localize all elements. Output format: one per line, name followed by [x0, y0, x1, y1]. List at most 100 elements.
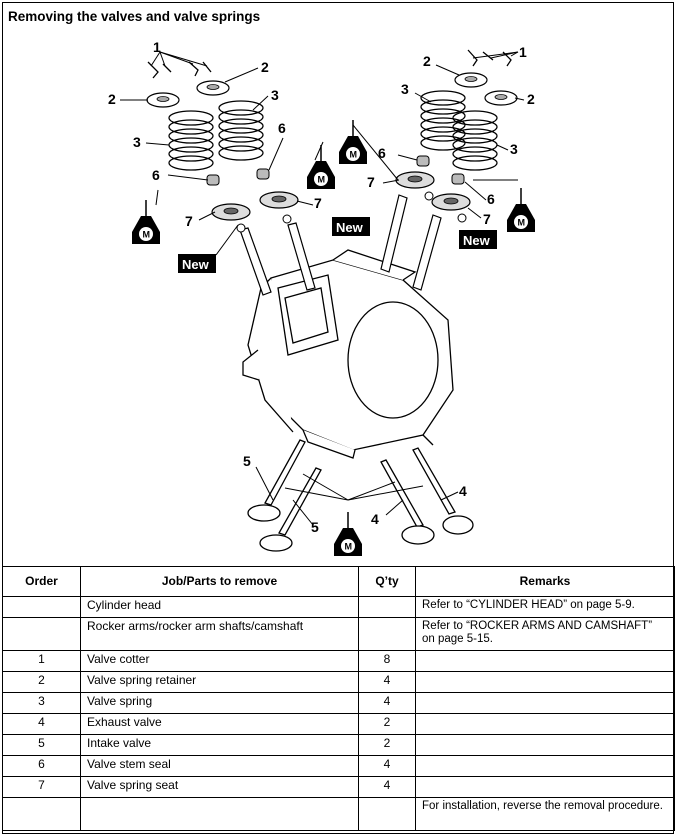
table-row: 6 Valve stem seal 4 [2, 755, 675, 777]
order-cell: 2 [2, 671, 81, 693]
callout-3-left-b: 3 [133, 134, 141, 150]
callout-6-left-b: 6 [152, 167, 160, 183]
order-cell: 3 [2, 692, 81, 714]
lube-symbols: M M M M M [131, 119, 536, 557]
job-cell: Valve spring [80, 692, 359, 714]
right-valve-parts [395, 49, 518, 223]
remarks-cell: Refer to “ROCKER ARMS AND CAMSHAFT” on p… [415, 617, 675, 651]
callout-3-left-a: 3 [271, 87, 279, 103]
col-header-job: Job/Parts to remove [80, 566, 359, 597]
table-row: For installation, reverse the removal pr… [2, 797, 675, 831]
callout-7-right-a: 7 [367, 174, 375, 190]
callout-2-right-a: 2 [423, 53, 431, 69]
oil-can-icon: M [306, 144, 336, 190]
table-row: Rocker arms/rocker arm shafts/camshaft R… [2, 617, 675, 651]
leader-lines [120, 51, 525, 526]
qty-cell: 8 [358, 650, 416, 672]
callout-2-right-b: 2 [527, 91, 535, 107]
svg-text:M: M [518, 218, 526, 228]
order-cell: 1 [2, 650, 81, 672]
remarks-cell [415, 734, 675, 756]
remarks-cell: For installation, reverse the removal pr… [415, 797, 675, 831]
callout-7-left-b: 7 [314, 195, 322, 211]
order-cell [2, 596, 81, 618]
exploded-diagram: 1 2 2 3 3 6 6 7 7 1 2 2 3 3 6 6 7 7 5 5 … [3, 30, 673, 565]
oil-can-icon: M [131, 199, 161, 245]
remarks-cell [415, 755, 675, 777]
order-cell: 4 [2, 713, 81, 735]
table-row: 4 Exhaust valve 2 [2, 713, 675, 735]
callout-6-right-a: 6 [378, 145, 386, 161]
callout-3-right-b: 3 [510, 141, 518, 157]
order-cell: 5 [2, 734, 81, 756]
order-cell [2, 617, 81, 651]
job-cell: Rocker arms/rocker arm shafts/camshaft [80, 617, 359, 651]
new-tags: New New New [178, 217, 497, 273]
callout-1-right: 1 [519, 44, 527, 60]
table-header-row: Order Job/Parts to remove Q’ty Remarks [2, 566, 675, 597]
remarks-cell [415, 692, 675, 714]
job-cell: Exhaust valve [80, 713, 359, 735]
oil-can-icon: M [506, 187, 536, 233]
table-row: Cylinder head Refer to “CYLINDER HEAD” o… [2, 596, 675, 618]
svg-text:M: M [350, 150, 358, 160]
col-header-remarks: Remarks [415, 566, 675, 597]
job-cell: Cylinder head [80, 596, 359, 618]
job-cell: Intake valve [80, 734, 359, 756]
svg-text:M: M [345, 542, 353, 552]
table-row: 2 Valve spring retainer 4 [2, 671, 675, 693]
table-row: 1 Valve cotter 8 [2, 650, 675, 672]
job-parts-table: Order Job/Parts to remove Q’ty Remarks C… [2, 566, 675, 831]
callout-labels: 1 2 2 3 3 6 6 7 7 1 2 2 3 3 6 6 7 7 5 5 … [108, 39, 535, 535]
callout-5-a: 5 [243, 453, 251, 469]
new-tag: New [459, 230, 497, 249]
qty-cell [358, 617, 416, 651]
order-cell: 7 [2, 776, 81, 798]
job-cell: Valve spring retainer [80, 671, 359, 693]
table-row: 5 Intake valve 2 [2, 734, 675, 756]
callout-3-right-a: 3 [401, 81, 409, 97]
callout-6-left-a: 6 [278, 120, 286, 136]
left-valve-parts [146, 61, 299, 233]
callout-6-right-b: 6 [487, 191, 495, 207]
col-header-order: Order [2, 566, 81, 597]
remarks-cell: Refer to “CYLINDER HEAD” on page 5-9. [415, 596, 675, 618]
qty-cell [358, 596, 416, 618]
qty-cell: 4 [358, 692, 416, 714]
qty-cell: 4 [358, 671, 416, 693]
job-cell: Valve spring seat [80, 776, 359, 798]
svg-text:M: M [143, 230, 151, 240]
oil-can-icon: M [338, 119, 368, 165]
remarks-cell [415, 650, 675, 672]
order-cell [2, 797, 81, 831]
job-cell [80, 797, 359, 831]
page-title: Removing the valves and valve springs [8, 9, 261, 24]
svg-text:M: M [318, 175, 326, 185]
oil-can-icon: M [333, 511, 363, 557]
qty-cell: 4 [358, 776, 416, 798]
col-header-qty: Q’ty [358, 566, 416, 597]
callout-7-right-b: 7 [483, 211, 491, 227]
job-cell: Valve cotter [80, 650, 359, 672]
valves [247, 439, 474, 552]
callout-7-left-a: 7 [185, 213, 193, 229]
table-row: 3 Valve spring 4 [2, 692, 675, 714]
order-cell: 6 [2, 755, 81, 777]
remarks-cell [415, 671, 675, 693]
qty-cell: 2 [358, 713, 416, 735]
callout-5-b: 5 [311, 519, 319, 535]
svg-text:New: New [463, 233, 491, 248]
qty-cell: 2 [358, 734, 416, 756]
remarks-cell [415, 776, 675, 798]
new-tag: New [178, 254, 216, 273]
job-cell: Valve stem seal [80, 755, 359, 777]
callout-1-left: 1 [153, 39, 161, 55]
callout-2-left-a: 2 [261, 59, 269, 75]
qty-cell: 4 [358, 755, 416, 777]
svg-text:New: New [182, 257, 210, 272]
callout-2-left-b: 2 [108, 91, 116, 107]
table-row: 7 Valve spring seat 4 [2, 776, 675, 798]
new-tag: New [332, 217, 370, 236]
remarks-cell [415, 713, 675, 735]
